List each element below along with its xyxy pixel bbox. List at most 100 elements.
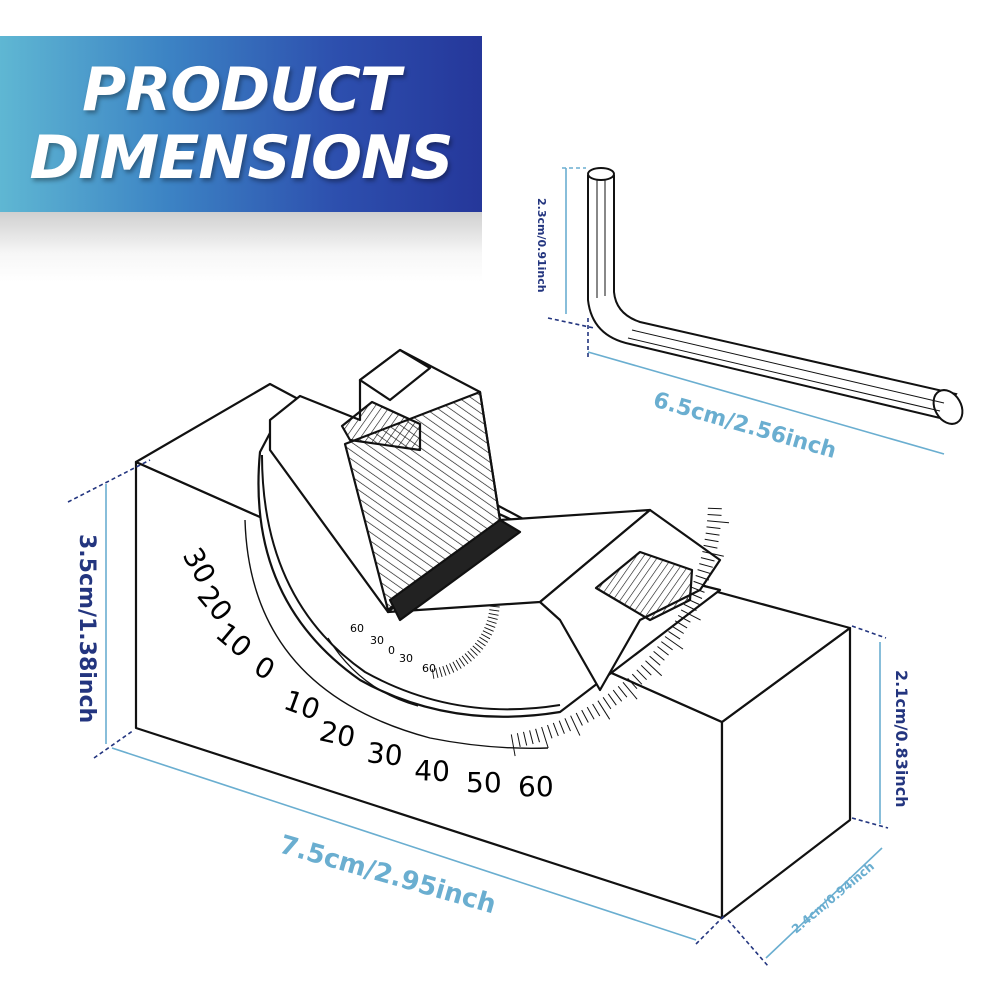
inner-scale-tick [484, 626, 494, 632]
outer-scale-tick [581, 709, 589, 723]
outer-scale-tick [640, 664, 652, 676]
outer-scale-tick [697, 569, 712, 575]
outer-scale-tick [570, 715, 581, 736]
angle-block-illustration [134, 348, 852, 920]
outer-scale-tick [597, 700, 611, 720]
outer-scale-tick [649, 655, 661, 666]
outer-scale-tick [668, 630, 681, 640]
outer-scale-tick [631, 673, 643, 685]
outer-scale-tick [586, 706, 595, 720]
outer-scale-tick [699, 563, 713, 568]
banner-title-line-2: DIMENSIONS [29, 123, 453, 193]
inner-scale-label: 30 [370, 634, 384, 647]
banner-shadow [0, 212, 482, 282]
block-side-height-label: 2.1cm/0.83inch [892, 670, 911, 808]
outer-scale-tick [664, 636, 684, 650]
outer-scale-tick [683, 603, 697, 611]
inner-scale-tick [461, 655, 469, 665]
outer-scale-tick [661, 641, 673, 651]
outer-scale-ticks [510, 507, 730, 757]
outer-scale-tick [707, 520, 730, 524]
outer-scale-tick [617, 685, 628, 698]
block-depth-label: 2.4cm/0.94inch [789, 859, 877, 936]
outer-scale-tick [645, 660, 663, 677]
outer-scale-tick [575, 712, 583, 726]
outer-scale-tick [707, 514, 722, 516]
hex-wrench-illustration [587, 167, 964, 425]
outer-scale-tick [700, 557, 715, 562]
inner-scale-tick [480, 633, 491, 640]
inner-scale-tick [488, 612, 499, 616]
outer-scale-label: 50 [466, 766, 502, 799]
outer-scale-tick [703, 544, 718, 549]
inner-scale-tick [445, 664, 451, 675]
outer-scale-tick [510, 734, 516, 757]
outer-scale-tick [674, 620, 688, 629]
outer-scale-label: 60 [518, 770, 554, 803]
inner-scale-tick [449, 663, 455, 673]
block-height-label: 3.5cm/1.38inch [74, 534, 99, 723]
outer-scale-tick [691, 586, 705, 593]
inner-scale-tick [458, 657, 466, 667]
outer-scale-tick [607, 693, 617, 706]
outer-scale-tick [693, 580, 715, 590]
inner-scale-label: 60 [422, 662, 436, 675]
outer-scale-tick [523, 731, 528, 746]
inner-scale-label: 30 [399, 652, 413, 665]
outer-scale-tick [529, 730, 534, 745]
inner-scale-tick [486, 620, 497, 624]
inner-scale-tick [477, 639, 486, 647]
outer-scale-tick [657, 646, 669, 656]
outer-scale-tick [558, 720, 565, 734]
outer-scale-tick [686, 598, 700, 605]
inner-scale-tick [489, 605, 500, 608]
block-length-label: 7.5cm/2.95inch [276, 830, 499, 920]
outer-scale-tick [671, 625, 684, 634]
inner-scale: 60 30 0 30 60 [350, 622, 436, 675]
inner-scale-label: 0 [388, 644, 395, 657]
outer-scale-tick [680, 609, 701, 621]
inner-scale-tick [467, 650, 475, 659]
inner-scale-tick [438, 667, 443, 678]
outer-scale-tick [704, 538, 719, 543]
inner-scale-tick [470, 648, 478, 656]
outer-scale-tick [706, 526, 721, 529]
inner-scale-tick [455, 659, 462, 669]
dimension-lines [67, 167, 945, 967]
outer-scale-tick [541, 726, 549, 749]
inner-scale-tick [435, 668, 439, 679]
inner-scale-tick [464, 653, 472, 662]
outer-scale-tick [627, 677, 638, 690]
outer-scale-tick [688, 592, 703, 599]
outer-scale-tick [552, 722, 559, 737]
inner-scale-tick [474, 642, 484, 650]
outer-scale-tick [516, 733, 521, 748]
inner-scale-tick [482, 630, 493, 636]
inner-scale-ticks [431, 605, 500, 679]
inner-scale-tick [442, 666, 447, 676]
outer-scale-tick [564, 718, 571, 732]
outer-scale-tick [702, 551, 724, 557]
inner-scale-tick [452, 661, 458, 671]
inner-scale-tick [485, 623, 496, 628]
wrench-height-label: 2.3cm/0.91inch [535, 198, 548, 293]
outer-scale-tick [636, 669, 647, 681]
outer-scale-label: 30 [365, 736, 404, 773]
inner-scale-tick [472, 645, 481, 653]
inner-scale-label: 60 [350, 622, 364, 635]
banner-title-line-1: PRODUCT [82, 55, 401, 125]
outer-scale-tick [653, 651, 665, 661]
outer-scale-tick [602, 697, 612, 710]
banner-background [0, 36, 482, 212]
outer-scale-tick [535, 728, 540, 743]
wrench-length-label: 6.5cm/2.56inch [650, 388, 839, 464]
banner-title: PRODUCT DIMENSIONS [0, 36, 482, 212]
outer-scale-tick [622, 681, 638, 700]
outer-scale-tick [677, 614, 691, 623]
outer-scale-tick [612, 689, 623, 702]
inner-scale-tick [489, 609, 500, 612]
outer-scale-tick [705, 532, 720, 536]
inner-scale-tick [479, 636, 489, 643]
outer-scale-tick [592, 703, 601, 717]
